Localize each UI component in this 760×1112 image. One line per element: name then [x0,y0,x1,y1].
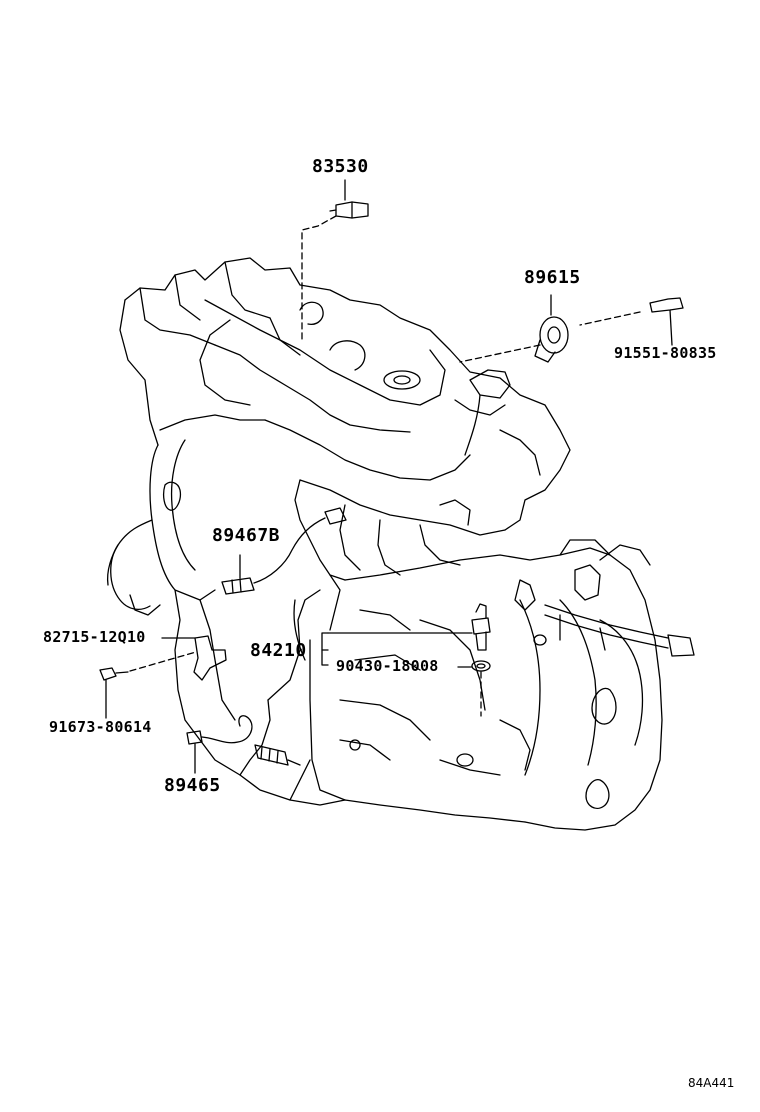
callout-84210: 84210 [250,640,307,661]
callout-82715-12q10: 82715-12Q10 [43,628,146,646]
part-89615-graphic [459,294,684,363]
callout-89615: 89615 [524,267,581,288]
callout-91673-80614: 91673-80614 [49,718,152,736]
part-89467b-graphic [221,507,347,595]
callout-91551-80835: 91551-80835 [614,344,717,362]
callout-89467b: 89467B [212,525,281,546]
callout-89465: 89465 [164,775,221,796]
part-83530-graphic [301,179,369,341]
part-84210-graphic [321,603,491,717]
engine-outline [106,257,695,831]
callout-83530: 83530 [312,156,369,177]
part-82715-graphic [99,635,227,719]
illustration-code: 84A441 [688,1076,735,1090]
callout-90430-18008: 90430-18008 [336,657,439,675]
part-89465-graphic [186,715,301,774]
